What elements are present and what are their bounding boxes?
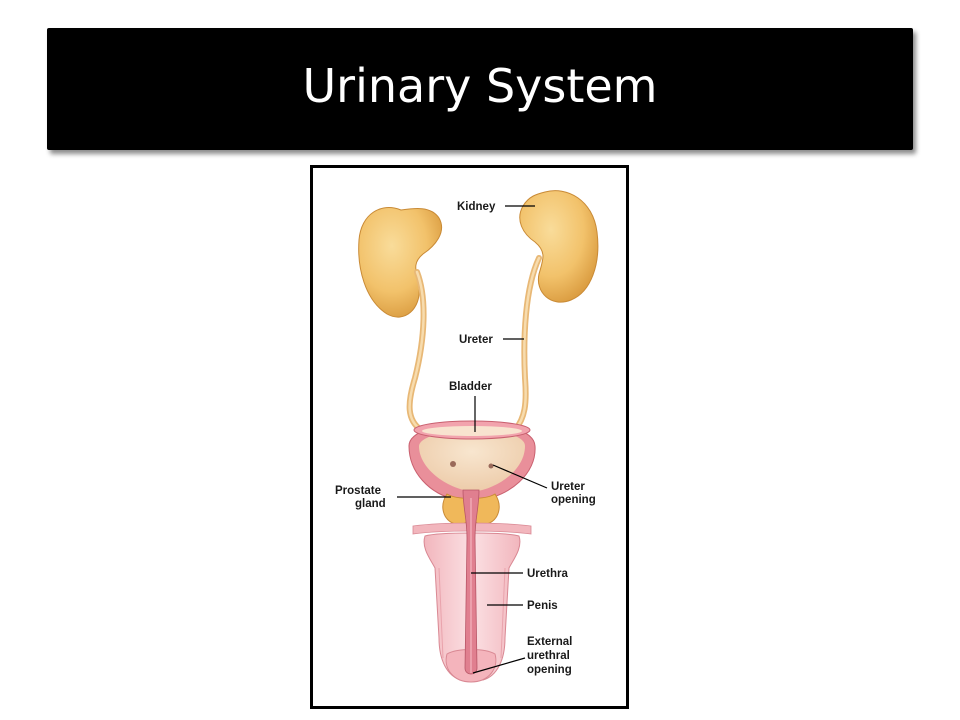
corpus-line-left <box>438 567 444 659</box>
label-urethra: Urethra <box>527 568 569 580</box>
right-ureter-opening-dot <box>488 463 494 469</box>
right-ureter <box>512 255 542 433</box>
label-ureter: Ureter <box>459 334 493 346</box>
label-external-3: opening <box>527 664 572 676</box>
right-ureter-highlight <box>513 256 541 432</box>
label-prostate-1: Prostate <box>335 485 381 497</box>
label-ureter-opening-2: opening <box>551 494 596 506</box>
ureter-opening-leader <box>492 464 548 489</box>
label-external-2: urethral <box>527 650 570 662</box>
left-ureter-opening-dot <box>450 461 456 467</box>
corpus-line-right <box>500 567 506 659</box>
label-prostate-2: gland <box>355 498 386 510</box>
bladder-rim-inner <box>422 426 522 436</box>
external-opening-leader <box>472 657 526 674</box>
left-kidney <box>358 207 443 318</box>
left-ureter-highlight <box>408 270 425 432</box>
diagram-frame: Kidney Ureter Bladder Prostate gland Ure… <box>310 165 629 709</box>
label-kidney: Kidney <box>457 201 496 213</box>
slide-title: Urinary System <box>302 59 658 113</box>
label-bladder: Bladder <box>449 381 492 393</box>
label-external-1: External <box>527 636 572 648</box>
bladder-lumen <box>419 430 525 492</box>
urinary-system-diagram: Kidney Ureter Bladder Prostate gland Ure… <box>335 190 599 683</box>
label-ureter-opening-1: Ureter <box>551 481 585 493</box>
title-bar: Urinary System <box>47 28 913 150</box>
label-penis: Penis <box>527 600 558 612</box>
